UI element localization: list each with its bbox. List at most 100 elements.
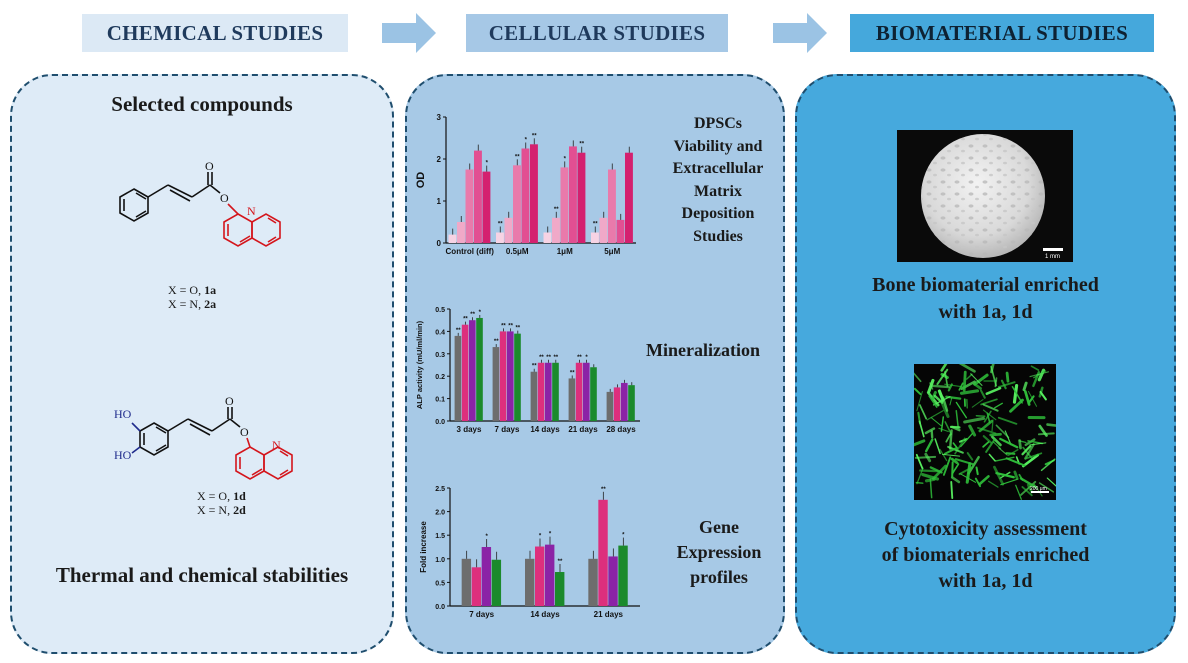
atom-n-label: N xyxy=(247,204,256,218)
bar xyxy=(525,558,535,606)
fluorescence-fiber xyxy=(960,432,974,448)
fluorescence-fiber xyxy=(980,398,998,406)
significance-label: * xyxy=(564,156,567,162)
y-axis-label: OD xyxy=(415,172,427,189)
fluorescence-fiber xyxy=(921,473,940,481)
y-tick-label: 2 xyxy=(437,155,442,164)
fluorescence-fiber xyxy=(968,424,977,437)
gene-expression-label: Gene Expression profiles xyxy=(660,515,778,590)
x-tick-label: 14 days xyxy=(530,610,560,619)
fluorescence-fiber xyxy=(924,438,934,453)
bar xyxy=(628,385,635,421)
bar xyxy=(552,362,559,421)
compound-1d-structure: HO HO O O N xyxy=(114,395,293,480)
fluorescence-fiber xyxy=(978,475,990,486)
fluorescence-fiber xyxy=(1009,398,1024,413)
bar xyxy=(482,171,491,243)
label-line: Deposition xyxy=(681,205,755,222)
bar xyxy=(545,362,552,421)
fluorescence-fiber xyxy=(930,417,942,427)
y-tick-label: 3 xyxy=(437,113,442,122)
compound-id: 2a xyxy=(204,297,217,311)
significance-label: ** xyxy=(508,323,513,329)
fluorescence-fiber xyxy=(950,476,961,484)
fluorescence-fiber xyxy=(950,481,954,499)
fluorescence-fiber xyxy=(928,395,938,408)
fluorescence-fiber xyxy=(1027,440,1044,445)
fluorescence-fiber xyxy=(940,399,950,418)
bar xyxy=(492,347,500,421)
caption-line: Bone biomaterial enriched xyxy=(872,274,1099,296)
label-line: Viability and xyxy=(673,137,763,155)
y-tick-label: 0.3 xyxy=(435,352,445,359)
significance-label: ** xyxy=(456,328,461,334)
bar xyxy=(568,378,576,421)
bar xyxy=(499,331,507,421)
significance-label: ** xyxy=(593,222,598,228)
fluorescence-fiber xyxy=(936,368,949,386)
fluorescence-fiber xyxy=(979,389,986,399)
fluorescence-fiber xyxy=(970,373,983,386)
fluorescence-fiber xyxy=(1033,483,1043,497)
bar xyxy=(513,165,521,243)
fluorescence-fiber xyxy=(1018,439,1022,450)
significance-label: ** xyxy=(577,355,582,361)
bar xyxy=(474,150,482,243)
fluorescence-fiber xyxy=(950,457,959,465)
bar xyxy=(535,546,545,606)
compound-1d-labels: X = O, 1d X = N, 2d xyxy=(197,489,317,517)
atom-o-label: O xyxy=(205,160,214,173)
fluorescence-fiber xyxy=(929,382,934,390)
fluorescence-fiber xyxy=(994,402,1003,409)
fluorescence-fiber xyxy=(1038,482,1055,493)
label-line: profiles xyxy=(690,567,748,587)
fluorescence-fiber xyxy=(1029,371,1050,378)
fluorescence-fiber xyxy=(944,383,965,388)
fluorescence-fiber xyxy=(930,384,950,389)
fluorescence-fiber xyxy=(1021,445,1032,456)
significance-label: ** xyxy=(546,355,551,361)
label-text: X = O, xyxy=(197,489,234,503)
fluorescence-fiber xyxy=(1039,390,1047,401)
bar xyxy=(598,499,608,606)
label-line: DPSCs xyxy=(693,115,742,132)
significance-label: ** xyxy=(532,133,537,139)
bar xyxy=(496,232,504,243)
fluorescence-fiber xyxy=(931,464,947,481)
significance-label: * xyxy=(486,161,489,167)
x-tick-label: 1μM xyxy=(557,247,573,256)
fluorescence-fiber xyxy=(975,466,979,476)
caption-line: of biomaterials enriched xyxy=(881,544,1090,566)
bar xyxy=(454,335,462,421)
fluorescence-fiber xyxy=(1029,442,1047,446)
fluorescence-fiber xyxy=(991,419,994,432)
significance-label: ** xyxy=(515,154,520,160)
atom-o-label: O xyxy=(240,425,249,439)
bar xyxy=(555,572,565,606)
bar xyxy=(606,391,614,421)
bar xyxy=(521,148,530,243)
y-tick-label: 2.5 xyxy=(435,486,445,493)
x-tick-label: 28 days xyxy=(606,425,636,434)
biomaterial-studies-header-label: BIOMATERIAL STUDIES xyxy=(875,20,1129,45)
fluorescence-fiber xyxy=(926,410,944,421)
bar xyxy=(590,367,597,421)
fluorescence-fiber xyxy=(954,458,975,466)
label-line: Extracellular xyxy=(672,160,764,177)
significance-label: ** xyxy=(515,326,520,332)
bar xyxy=(625,152,633,243)
fluorescence-fiber xyxy=(938,427,949,433)
arrow-right-icon xyxy=(773,13,827,53)
bar xyxy=(591,232,599,243)
bar xyxy=(471,567,482,606)
compound-1a-structure: O O N xyxy=(119,160,281,247)
x-tick-label: Control (diff) xyxy=(446,247,495,256)
label-text: X = N, xyxy=(168,297,205,311)
significance-label: ** xyxy=(539,355,544,361)
fluorescence-fiber xyxy=(1022,381,1028,392)
fluorescence-fiber xyxy=(947,445,964,454)
bar xyxy=(608,169,616,243)
fluorescence-fiber xyxy=(924,427,936,435)
y-tick-label: 0.5 xyxy=(435,580,445,587)
fluorescence-fiber xyxy=(1021,486,1033,497)
